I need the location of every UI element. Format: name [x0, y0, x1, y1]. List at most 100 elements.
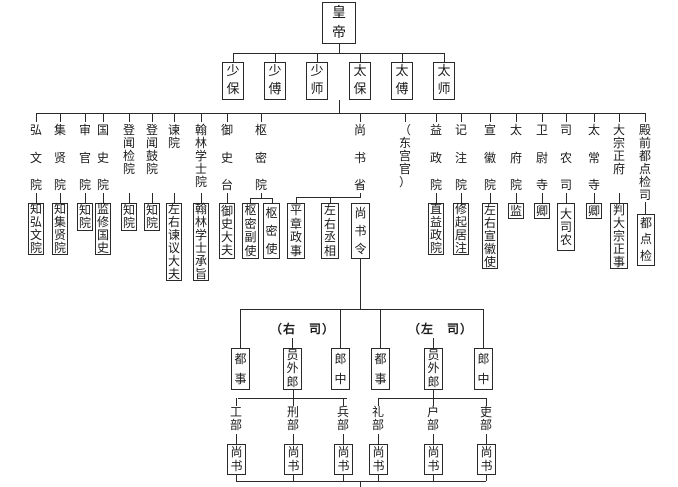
- connector-line: [619, 193, 620, 203]
- connector-line: [433, 475, 434, 481]
- connector-line: [152, 193, 153, 203]
- teacher-box-1: 少傅: [264, 62, 286, 100]
- department-name-5: 登闻鼓院: [145, 123, 158, 176]
- office-official-box-4: 员外郎: [424, 348, 443, 390]
- connector-line: [261, 193, 262, 198]
- official-box-shangshuling: 尚书令: [351, 203, 370, 259]
- connector-line: [201, 193, 202, 203]
- department-name-13: 记注院: [454, 123, 467, 192]
- connector-line: [343, 475, 344, 481]
- connector-line: [261, 113, 262, 122]
- official-box-12: 直益政院: [428, 202, 444, 255]
- connector-line: [236, 434, 237, 444]
- official-box-8: 御史大夫: [219, 203, 235, 259]
- office-official-box-2: 郎中: [331, 348, 350, 390]
- official-box-pingzhang: 平章政事: [287, 203, 305, 259]
- connector-line: [293, 475, 294, 481]
- connector-line: [293, 434, 294, 444]
- ministry-name-2: 兵部: [336, 405, 349, 432]
- main-stem: [339, 100, 340, 113]
- connector-line: [296, 197, 297, 203]
- teacher-box-4: 太傅: [391, 62, 413, 100]
- connector-line: [360, 193, 361, 197]
- ministry-head-box-1: 尚书: [284, 444, 303, 475]
- official-box-zuoyou-chengxiang: 左右丞相: [321, 203, 339, 259]
- connector-line: [380, 309, 381, 348]
- connector-line: [317, 53, 318, 62]
- connector-line: [436, 193, 437, 203]
- emperor-stem: [339, 44, 340, 53]
- official-box-6: 左右谏议大夫: [166, 202, 182, 281]
- official-box-16: 卿: [534, 203, 550, 219]
- connector-line: [433, 434, 434, 444]
- connector-line: [594, 193, 595, 203]
- connector-line: [486, 398, 487, 406]
- teacher-box-5: 太师: [433, 62, 455, 100]
- connector-line: [201, 113, 202, 122]
- connector-line: [566, 193, 567, 203]
- department-name-12: 益政院: [429, 123, 442, 192]
- office-official-box-5: 郎中: [474, 348, 493, 390]
- connector-line: [152, 113, 153, 122]
- connector-line: [103, 193, 104, 203]
- official-box-19: 判大宗正事: [610, 203, 628, 269]
- connector-line: [240, 309, 241, 348]
- official-box-13: 修起居注: [453, 202, 469, 255]
- connector-line: [433, 390, 434, 398]
- teachers-bar: [233, 53, 444, 54]
- connector-line: [486, 434, 487, 444]
- connector-line: [436, 113, 437, 122]
- official-box-shumi-fushi: 枢密副使: [242, 203, 259, 259]
- ministry-head-box-5: 尚书: [477, 444, 496, 475]
- connector-line: [516, 193, 517, 203]
- ministry-name-1: 刑部: [286, 405, 299, 432]
- department-name-19: 大宗正府: [612, 123, 625, 176]
- connector-line: [293, 398, 294, 406]
- connector-line: [293, 390, 294, 398]
- connector-line: [483, 309, 484, 348]
- connector-line: [486, 475, 487, 481]
- connector-line: [516, 113, 517, 122]
- official-box-4: 知院: [121, 203, 137, 231]
- connector-line: [233, 53, 234, 62]
- official-box-1: 知集贤院: [52, 202, 68, 255]
- department-name-6: 谏院: [167, 123, 180, 150]
- connector-line: [227, 113, 228, 122]
- left-office-label: （左 司）: [408, 322, 474, 336]
- ministry-name-5: 吏部: [479, 405, 492, 432]
- connector-line: [129, 113, 130, 122]
- official-box-shumi-shi: 枢密使: [263, 203, 280, 259]
- connector-line: [36, 113, 37, 122]
- right-ministries-bar: [238, 398, 347, 399]
- connector-line: [85, 193, 86, 203]
- connector-line: [275, 53, 276, 62]
- connector-line: [250, 198, 272, 199]
- official-box-7: 翰林学士承旨: [193, 202, 209, 281]
- ministry-head-box-0: 尚书: [227, 444, 246, 475]
- connector-line: [85, 113, 86, 122]
- connector-line: [619, 113, 620, 122]
- department-name-9: 枢密院: [254, 123, 267, 192]
- connector-line: [490, 193, 491, 203]
- connector-line: [490, 113, 491, 122]
- departments-bar: [36, 113, 645, 114]
- ministry-head-box-4: 尚书: [424, 444, 443, 475]
- teacher-box-3: 太保: [349, 62, 371, 100]
- ministry-name-3: 礼部: [371, 405, 384, 432]
- teacher-box-0: 少保: [222, 62, 244, 100]
- connector-line: [36, 193, 37, 203]
- department-name-8: 御史台: [220, 123, 233, 192]
- connector-line: [444, 53, 445, 62]
- connector-line: [542, 193, 543, 203]
- bottom-stem: [360, 481, 361, 487]
- official-box-20: 都点检: [637, 214, 655, 266]
- department-name-4: 登闻检院: [122, 123, 135, 176]
- official-box-15: 监: [508, 203, 524, 219]
- department-name-2: 审官院: [78, 123, 91, 192]
- connector-line: [566, 113, 567, 122]
- connector-line: [60, 113, 61, 122]
- department-name-10: 尚书省: [353, 123, 366, 192]
- connector-line: [360, 53, 361, 62]
- shangshuling-stem: [360, 259, 361, 309]
- connector-line: [402, 53, 403, 62]
